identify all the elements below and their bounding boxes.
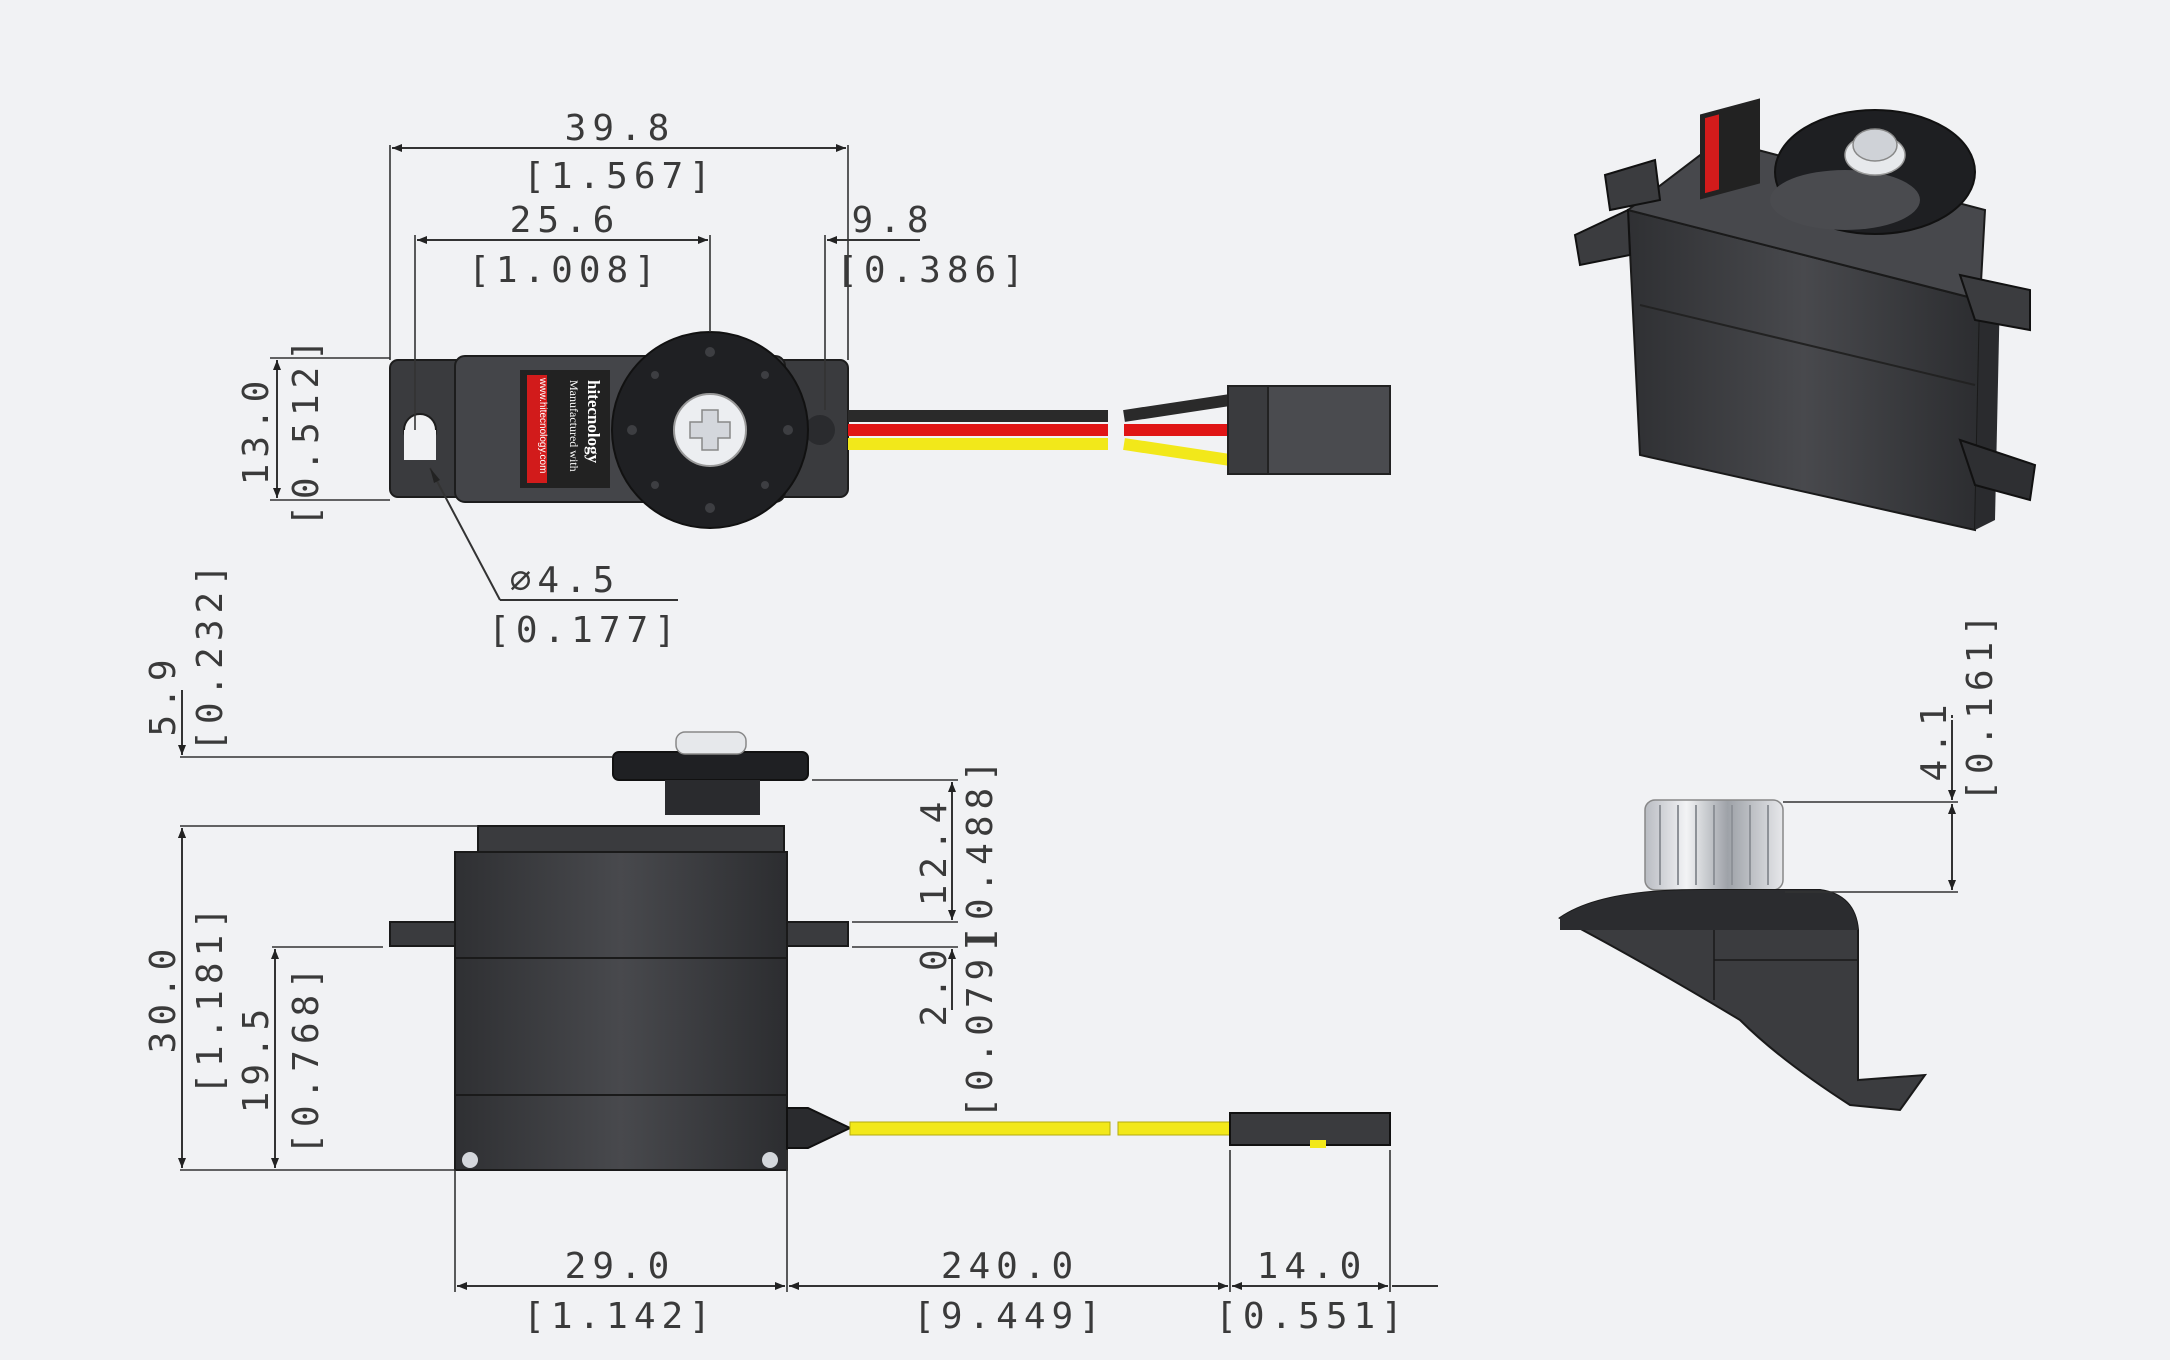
dim-overall-length-mm: 39.8 [565, 108, 676, 149]
side-horn [612, 751, 809, 781]
dim-flange-thickness-mm: 2.0 [914, 943, 955, 1026]
wire-side [849, 1121, 1111, 1136]
dim-top-to-flange-mm: 12.4 [914, 796, 955, 907]
dim-body-height-inch: [1.181] [190, 901, 231, 1095]
dim-top-to-flange-inch: [0.488] [960, 754, 1001, 948]
connector-side [1229, 1112, 1391, 1146]
dim-spline-height-mm: 4.1 [1914, 698, 1955, 781]
dim-connector-length-mm: 14.0 [1257, 1246, 1368, 1287]
dim-horn-height-inch: [0.232] [190, 558, 231, 752]
wire-yellow-top [848, 438, 1108, 450]
dim-body-height-mm: 30.0 [143, 943, 184, 1054]
isometric-view [1573, 98, 2037, 532]
dim-shaft-to-end-mm: 9.8 [851, 200, 934, 241]
brand-line1: Manufactured with [567, 380, 581, 472]
dim-shaft-offset-inch: [1.008] [468, 250, 662, 291]
spline-detail-view: 4.1 [0.161] [1558, 608, 2001, 1112]
dim-width-inch: [0.512] [286, 333, 327, 527]
brand-line2: hitecnology [584, 380, 603, 464]
dim-flange-thickness-inch: [0.079] [960, 925, 1001, 1119]
dim-body-length-inch: [1.142] [523, 1296, 717, 1337]
dim-shaft-offset-mm: 25.6 [510, 200, 621, 241]
top-view: Manufactured with hitecnology www.hitecn… [236, 108, 1391, 651]
side-view: 5.9 [0.232] 30.0 [1.181] 19.5 [0.768] 12… [143, 558, 1438, 1337]
dim-connector-length-inch: [0.551] [1215, 1296, 1409, 1337]
brand-url: www.hitecnology.com [537, 377, 548, 473]
dim-flange-height-mm: 19.5 [236, 1003, 277, 1114]
dim-horn-height-mm: 5.9 [143, 653, 184, 736]
dim-hole-diameter-mm: ∅4.5 [510, 560, 621, 601]
side-body [454, 851, 788, 1171]
dim-overall-length-inch: [1.567] [523, 156, 717, 197]
wire-red-top [848, 424, 1108, 436]
dim-hole-diameter-inch: [0.177] [488, 610, 682, 651]
dim-spline-height-inch: [0.161] [1960, 608, 2001, 802]
dim-shaft-to-end-inch: [0.386] [836, 250, 1030, 291]
right-flange [784, 921, 849, 947]
wire-black-top [848, 410, 1108, 422]
dim-width-mm: 13.0 [236, 375, 277, 486]
dim-lead-length-mm: 240.0 [941, 1246, 1079, 1287]
dim-flange-height-inch: [0.768] [286, 961, 327, 1155]
dim-lead-length-inch: [9.449] [913, 1296, 1107, 1337]
dim-body-length-mm: 29.0 [565, 1246, 676, 1287]
